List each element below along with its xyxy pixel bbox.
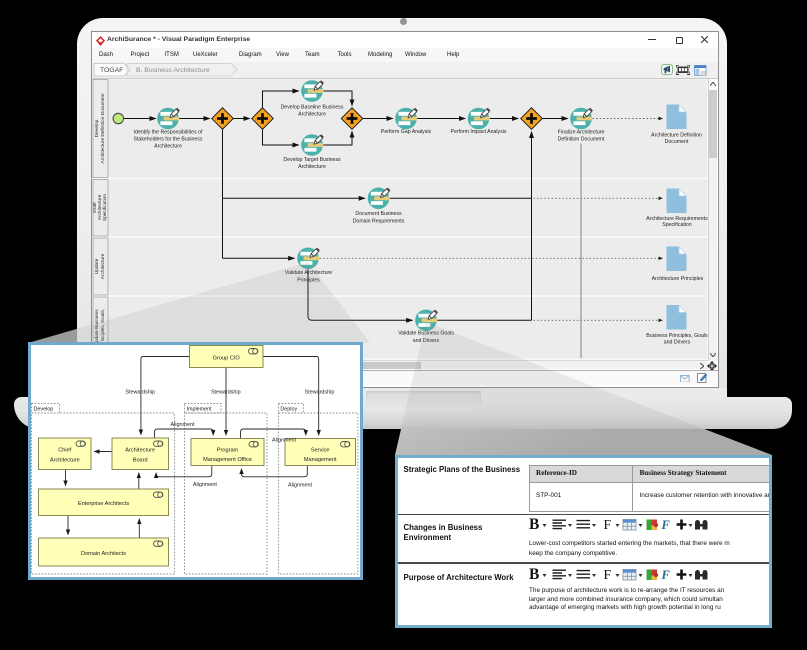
- svg-text:Architecture: Architecture: [154, 143, 182, 149]
- svg-text:Board: Board: [132, 458, 147, 464]
- svg-text:Principles: Principles: [297, 277, 320, 283]
- svg-text:Architecture: Architecture: [298, 111, 326, 117]
- svg-text:Specification: Specification: [662, 222, 692, 228]
- svg-text:Management Office: Management Office: [203, 457, 252, 463]
- svg-text:Architecture: Architecture: [49, 458, 79, 464]
- svg-text:Domain Architects: Domain Architects: [80, 551, 125, 557]
- svg-text:Architecture Definition Docume: Architecture Definition Document: [100, 92, 106, 163]
- svg-text:Stewardship: Stewardship: [304, 390, 334, 396]
- svg-text:Business Principles, Goals: Business Principles, Goals: [646, 333, 708, 339]
- svg-text:Architecture: Architecture: [125, 448, 155, 454]
- svg-text:F: F: [604, 517, 612, 532]
- svg-text:Validate Architecture: Validate Architecture: [285, 270, 332, 276]
- svg-text:Group CIO: Group CIO: [212, 355, 240, 361]
- svg-text:Draft: Draft: [92, 201, 98, 212]
- svg-text:Architecture Principles: Architecture Principles: [652, 276, 704, 282]
- svg-text:Deploy: Deploy: [280, 407, 297, 413]
- svg-text:Definition Document: Definition Document: [558, 136, 605, 142]
- svg-text:Architecture Definition: Architecture Definition: [651, 132, 702, 138]
- svg-text:Validate Business Goals: Validate Business Goals: [398, 330, 454, 336]
- svg-text:Management: Management: [303, 457, 336, 463]
- svg-text:Alignment: Alignment: [170, 422, 194, 428]
- svg-text:Stewardship: Stewardship: [125, 390, 155, 396]
- svg-text:Develop Target Business: Develop Target Business: [283, 157, 341, 163]
- svg-text:F: F: [661, 518, 671, 532]
- svg-text:Service: Service: [310, 448, 329, 454]
- svg-text:and Drivers: and Drivers: [413, 338, 440, 344]
- svg-text:Program: Program: [216, 448, 238, 454]
- svg-text:Develop: Develop: [94, 119, 100, 137]
- svg-text:Specification: Specification: [102, 193, 108, 221]
- svg-text:Alignment: Alignment: [192, 482, 216, 488]
- svg-text:Finalize Architecture: Finalize Architecture: [558, 129, 605, 135]
- svg-text:Principles, Goals,: Principles, Goals,: [100, 308, 106, 345]
- svg-text:Document: Document: [665, 139, 689, 145]
- svg-text:Stewardship: Stewardship: [210, 390, 240, 396]
- svg-text:Perform Gap Analysis: Perform Gap Analysis: [381, 129, 432, 135]
- svg-text:and Drivers: and Drivers: [664, 339, 691, 345]
- svg-text:Implement: Implement: [186, 407, 212, 413]
- svg-text:Architecture: Architecture: [97, 194, 103, 220]
- svg-text:B. Business Architecture: B. Business Architecture: [136, 67, 210, 74]
- svg-text:Chief: Chief: [58, 448, 72, 454]
- svg-text:Alignment: Alignment: [272, 438, 296, 444]
- svg-text:Update: Update: [94, 258, 100, 274]
- svg-text:TOGAF: TOGAF: [100, 67, 123, 74]
- svg-text:B: B: [529, 516, 539, 532]
- svg-text:Stakeholders for the Business: Stakeholders for the Business: [134, 136, 203, 142]
- svg-text:Alignment: Alignment: [288, 483, 312, 489]
- svg-text:Architecture: Architecture: [100, 253, 106, 279]
- svg-text:Develop Baseline Business: Develop Baseline Business: [281, 104, 344, 110]
- svg-text:Architecture: Architecture: [298, 164, 326, 170]
- svg-text:Identify the Responsibilities: Identify the Responsibilities of: [134, 129, 203, 135]
- svg-text:Document Business: Document Business: [355, 211, 402, 217]
- svg-text:Architecture Requirements: Architecture Requirements: [646, 215, 708, 221]
- svg-text:Update Business: Update Business: [94, 308, 100, 345]
- svg-text:Enterprise Architects: Enterprise Architects: [77, 501, 128, 507]
- svg-text:Domain Requirements: Domain Requirements: [353, 218, 405, 224]
- svg-text:Develop: Develop: [33, 407, 53, 413]
- svg-text:Perform Impact Analysis: Perform Impact Analysis: [451, 129, 507, 135]
